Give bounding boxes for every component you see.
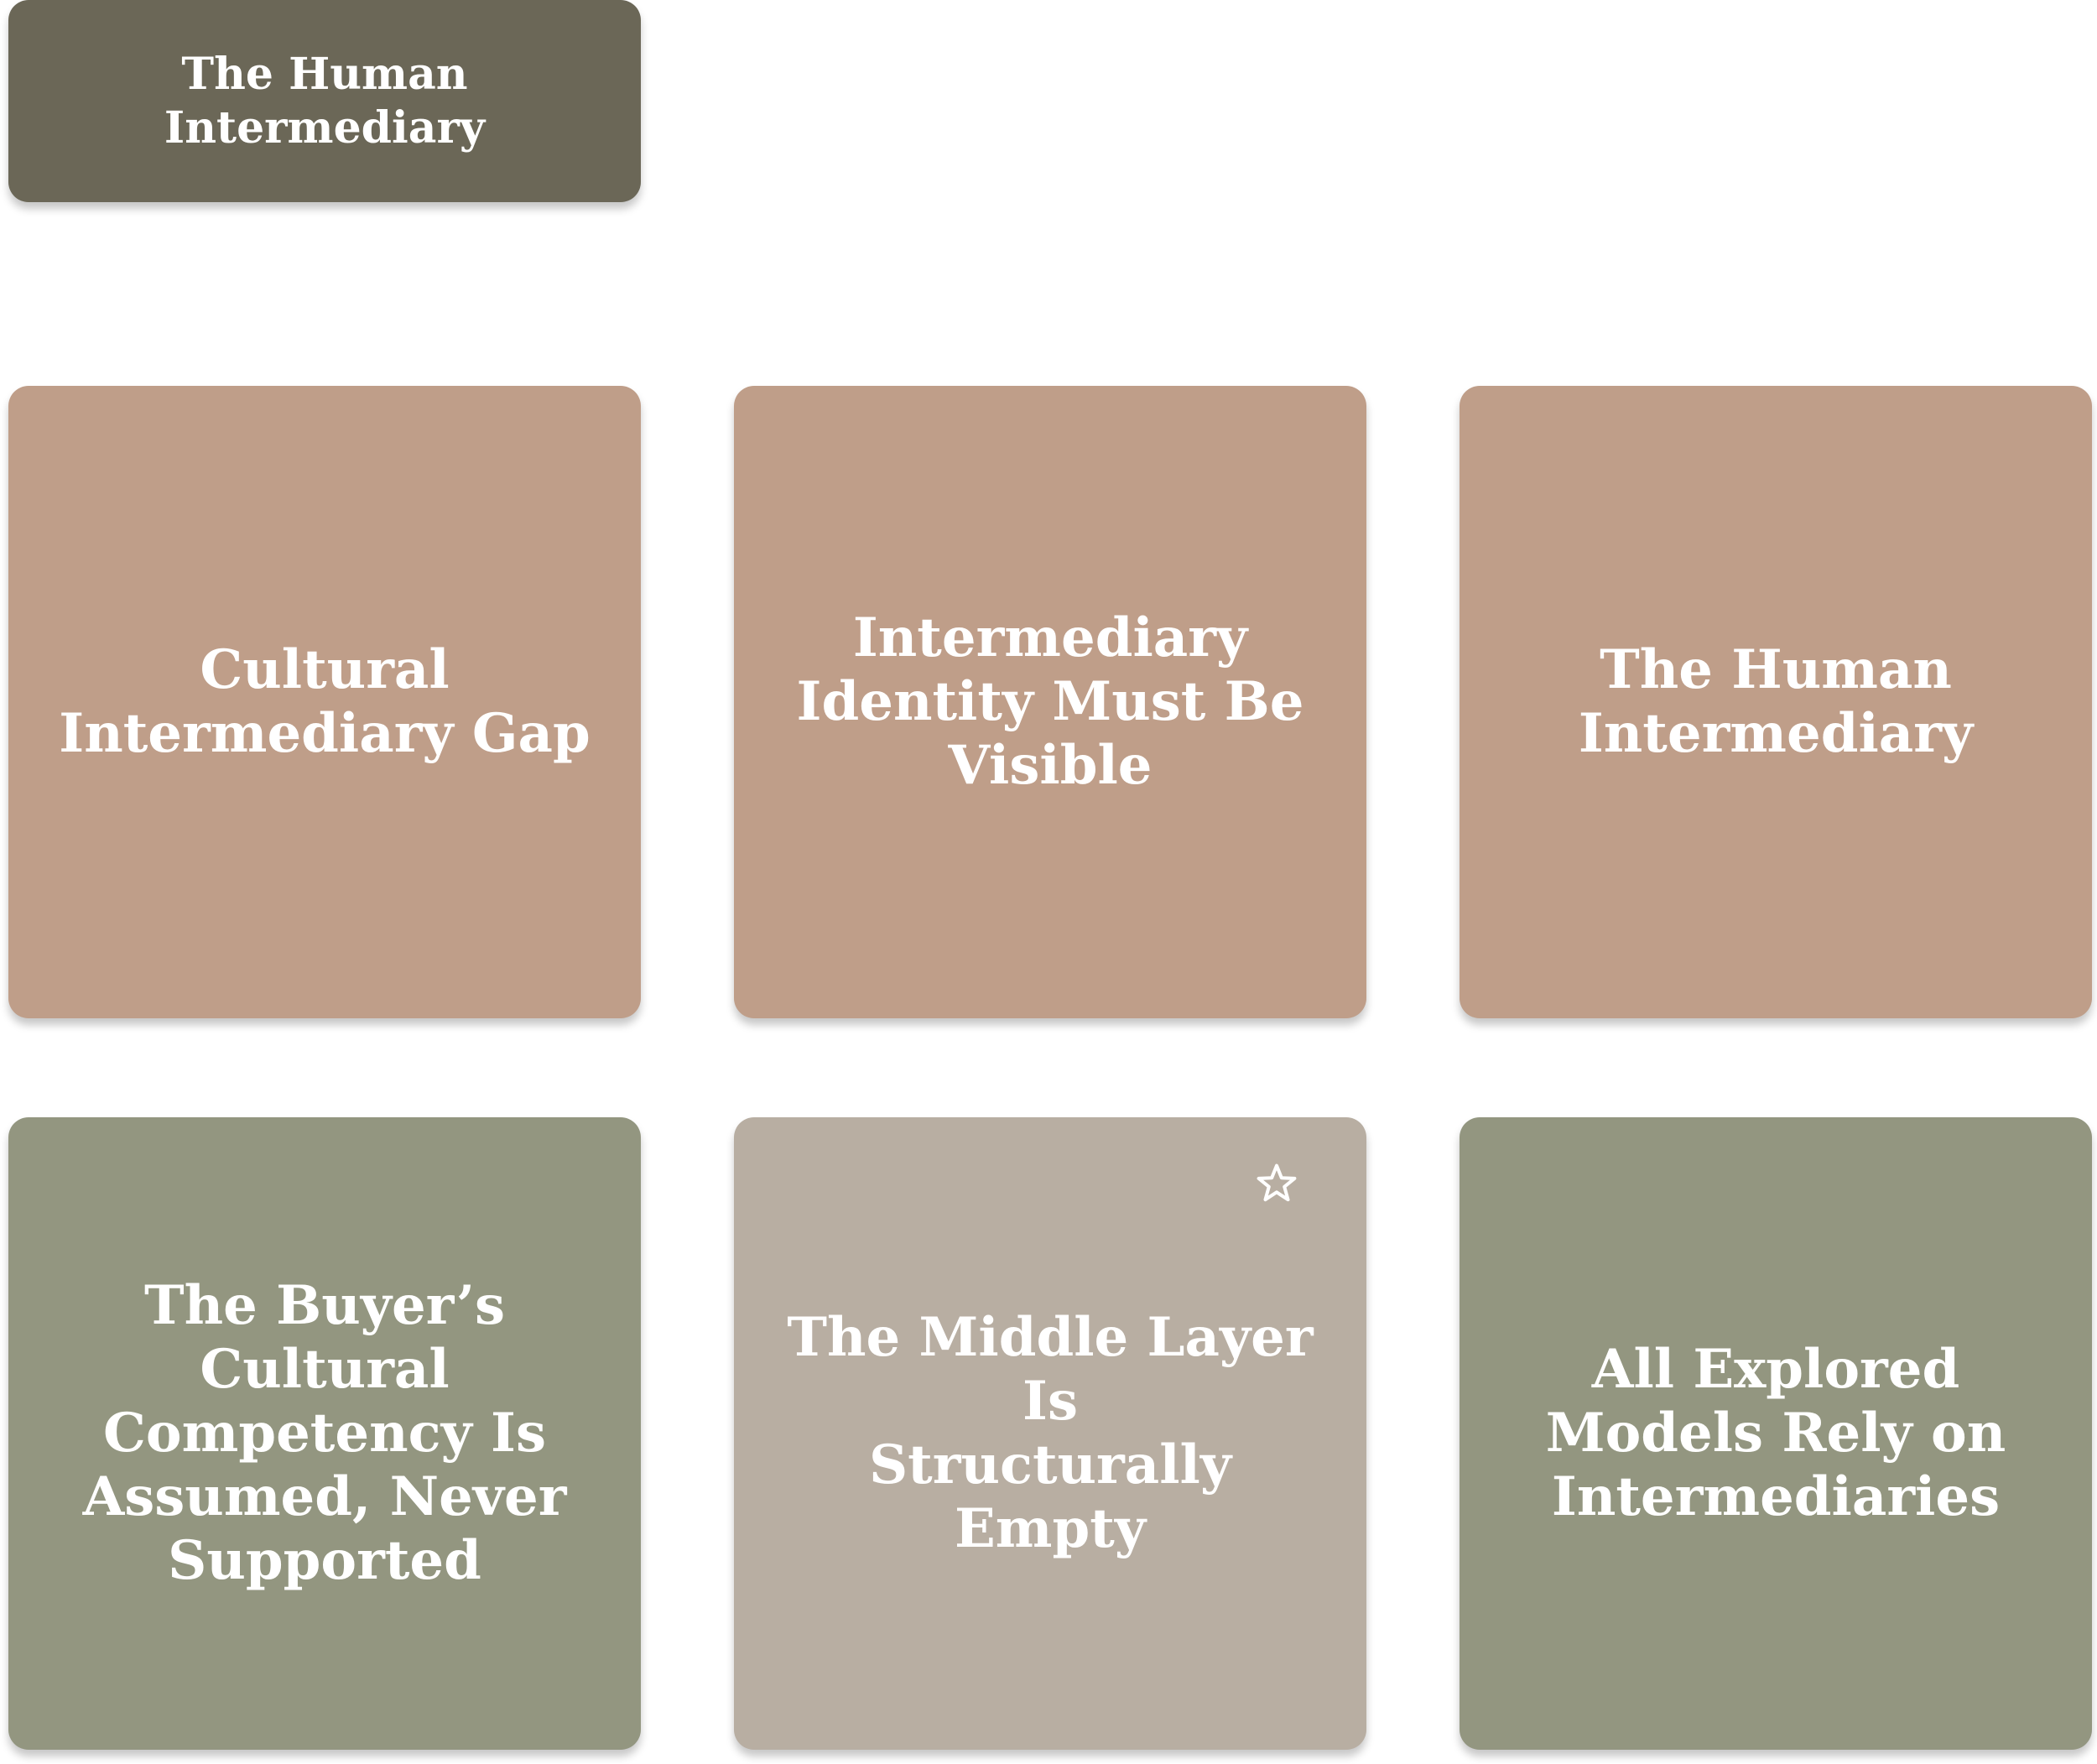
card-label: The Buyer’s Cultural Competency Is Assum… <box>82 1274 567 1592</box>
card-label: Intermediary Identity Must Be Visible <box>796 606 1304 797</box>
card-label: All Explored Models Rely on Intermediari… <box>1545 1338 2006 1528</box>
card-label: Cultural Intermediary Gap <box>59 638 591 765</box>
sticky-card[interactable]: Cultural Intermediary Gap <box>8 386 641 1018</box>
sticky-card[interactable]: All Explored Models Rely on Intermediari… <box>1460 1117 2092 1750</box>
card-label: The Human Intermediary <box>1578 638 1974 765</box>
sticky-card[interactable]: The Buyer’s Cultural Competency Is Assum… <box>8 1117 641 1750</box>
sticky-card[interactable]: The Human Intermediary <box>1460 386 2092 1018</box>
group-header-title: The Human Intermediary <box>164 48 486 154</box>
group-header-card[interactable]: The Human Intermediary <box>8 0 641 202</box>
card-label: The Middle Layer Is Structurally Empty <box>787 1306 1314 1560</box>
sticky-card-starred[interactable]: The Middle Layer Is Structurally Empty <box>734 1117 1366 1750</box>
sticky-card[interactable]: Intermediary Identity Must Be Visible <box>734 386 1366 1018</box>
star-icon[interactable] <box>1254 1161 1299 1206</box>
